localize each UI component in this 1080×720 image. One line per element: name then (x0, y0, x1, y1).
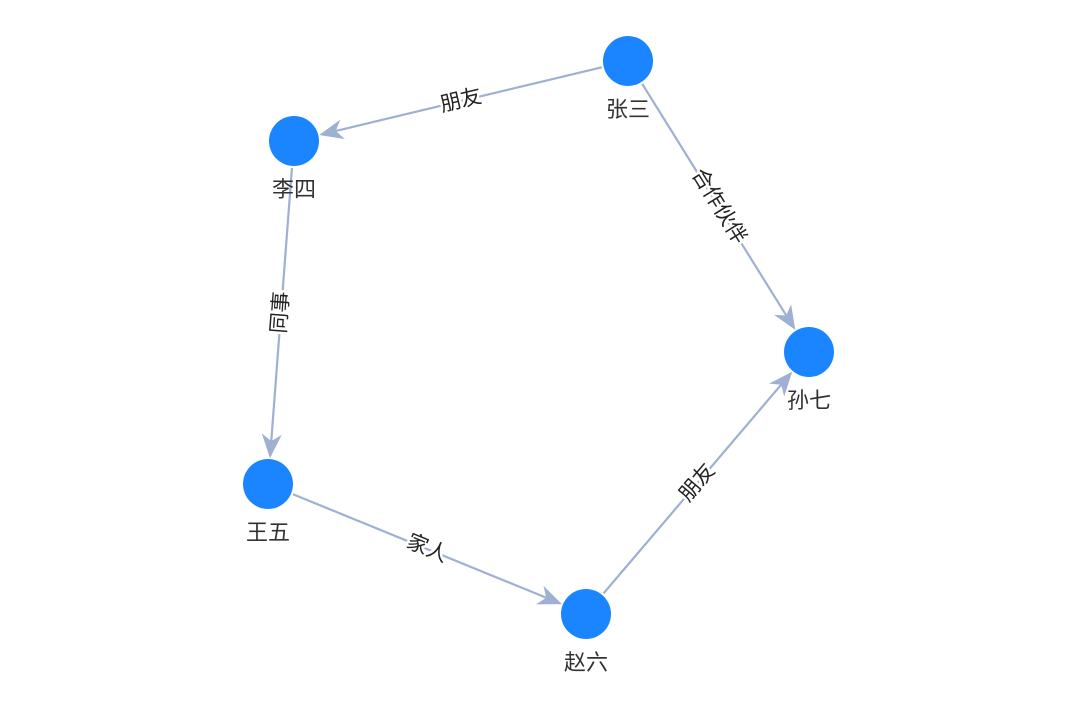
node-label: 孙七 (787, 389, 831, 414)
node-label: 王五 (246, 521, 290, 546)
edge-label: 合作伙伴 (687, 164, 752, 248)
edge-zhaoliu-sunqi: 朋友 (602, 371, 793, 595)
node-zhaoliu[interactable]: 赵六 (561, 589, 611, 676)
node-label: 李四 (272, 178, 316, 203)
edge-lisi-wangwu: 同事 (261, 167, 296, 459)
edge-zhangsan-lisi: 朋友 (319, 66, 602, 140)
edge-line (602, 371, 793, 595)
edge-label: 家人 (403, 529, 451, 567)
edge-label: 同事 (266, 291, 293, 335)
node-label: 张三 (606, 98, 650, 123)
node-circle[interactable] (243, 459, 293, 509)
node-circle[interactable] (784, 327, 834, 377)
node-circle[interactable] (561, 589, 611, 639)
edge-zhangsan-sunqi: 合作伙伴 (641, 83, 796, 330)
node-circle[interactable] (603, 36, 653, 86)
edge-line (641, 83, 796, 330)
node-sunqi[interactable]: 孙七 (784, 327, 834, 414)
node-zhangsan[interactable]: 张三 (603, 36, 653, 123)
node-label: 赵六 (564, 651, 608, 676)
edge-line (292, 493, 562, 605)
node-lisi[interactable]: 李四 (269, 116, 319, 203)
edge-wangwu-zhaoliu: 家人 (292, 493, 562, 605)
edge-label: 朋友 (438, 83, 484, 116)
edge-line (261, 167, 294, 459)
node-circle[interactable] (269, 116, 319, 166)
edge-line (319, 66, 602, 140)
node-wangwu[interactable]: 王五 (243, 459, 293, 546)
